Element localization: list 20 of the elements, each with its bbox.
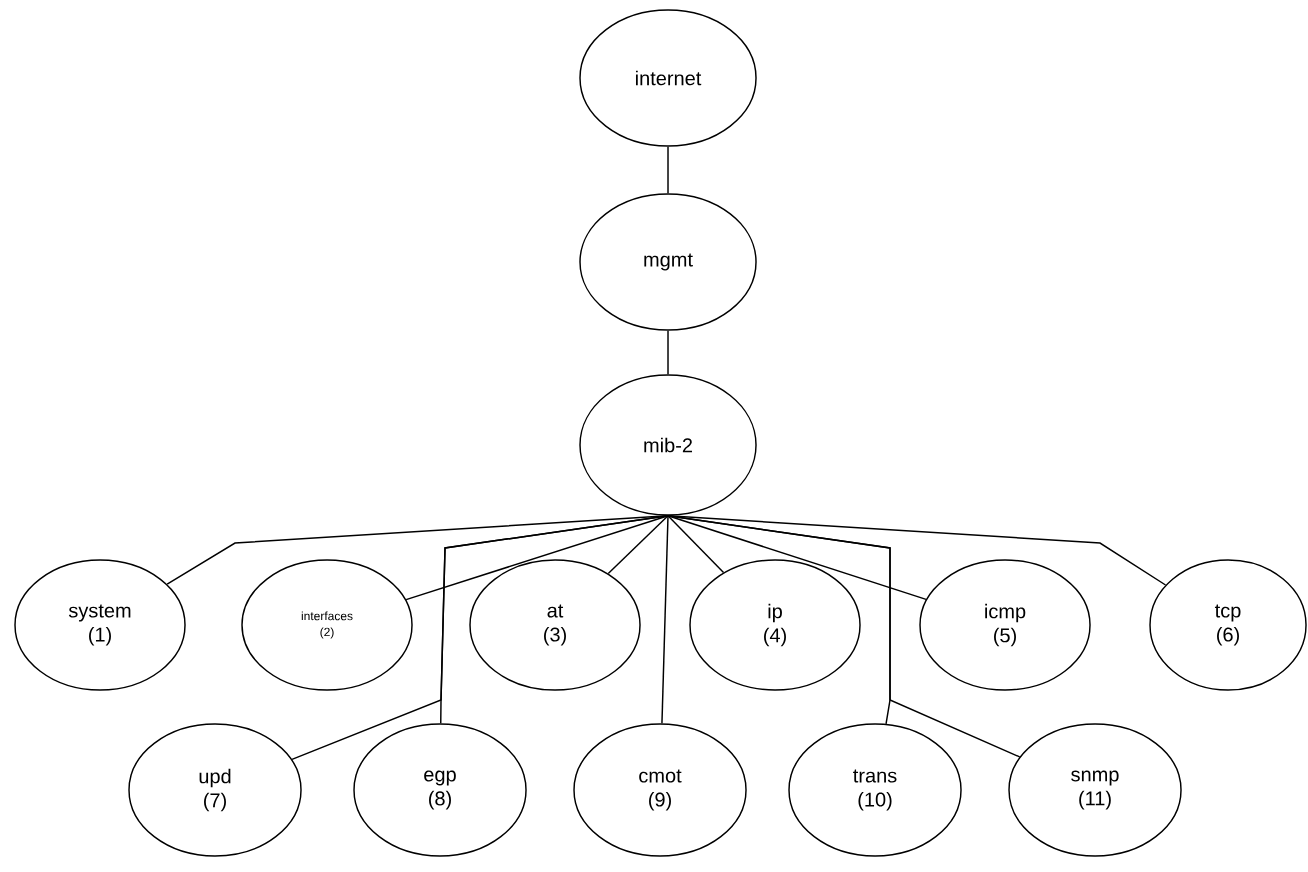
tree-node: internet xyxy=(579,9,757,147)
tree-node: mib-2 xyxy=(579,374,757,516)
tree-node: tcp (6) xyxy=(1149,559,1307,691)
connector-line xyxy=(440,515,669,724)
tree-node: icmp (5) xyxy=(919,559,1091,691)
tree-node: interfaces (2) xyxy=(241,559,413,691)
connector-line xyxy=(667,515,725,574)
tree-node: egp (8) xyxy=(353,723,527,857)
tree-node: upd (7) xyxy=(128,723,302,857)
tree-node: at (3) xyxy=(469,559,641,691)
tree-node: snmp (11) xyxy=(1008,723,1182,857)
tree-node: mgmt xyxy=(579,193,757,331)
connector-line xyxy=(607,515,669,575)
connector-line xyxy=(667,330,669,375)
tree-node: system (1) xyxy=(14,559,186,691)
tree-node: cmot (9) xyxy=(573,723,747,857)
tree-node: trans (10) xyxy=(788,723,962,857)
connector-line xyxy=(661,515,669,725)
tree-node: ip (4) xyxy=(689,559,861,691)
connector-line xyxy=(667,146,669,194)
